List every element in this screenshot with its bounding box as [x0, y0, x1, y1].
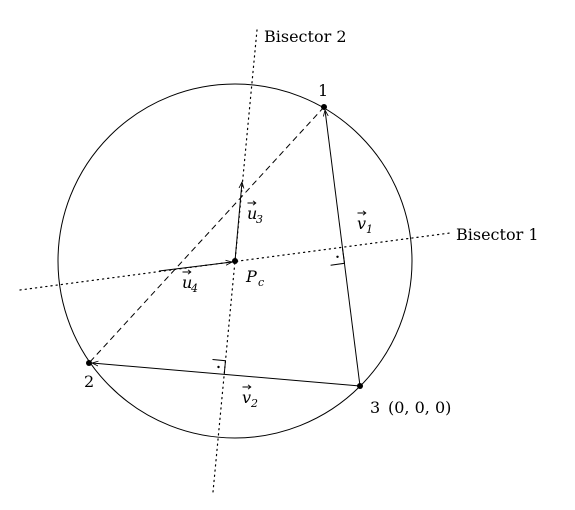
vertex-3-coordinates: (0, 0, 0): [388, 398, 451, 417]
vector-u4-label: u 4: [182, 269, 198, 295]
bisector-2-label: Bisector 2: [264, 27, 347, 46]
svg-text:P: P: [245, 267, 257, 286]
svg-text:u: u: [182, 273, 192, 292]
bisector-1-label: Bisector 1: [456, 225, 539, 244]
vertex-2-point: [86, 360, 92, 366]
vertex-1-point: [321, 104, 327, 110]
center-pc-label: P c: [245, 267, 264, 289]
vector-u3-arrow: [234, 182, 242, 262]
svg-text:c: c: [258, 276, 264, 289]
svg-text:3: 3: [256, 213, 263, 226]
vertex-1-label: 1: [318, 81, 328, 100]
vertex-3-label: 3: [370, 398, 380, 417]
svg-text:v: v: [357, 214, 366, 233]
vector-v1-arrow: [325, 110, 361, 387]
circumcircle: [57, 83, 413, 439]
vector-v1-label: v 1: [357, 210, 373, 236]
svg-text:v: v: [242, 388, 251, 407]
right-angle-marker-1: [330, 248, 346, 266]
svg-text:u: u: [247, 204, 257, 223]
side-1-2-dashed: [88, 106, 325, 364]
vector-v2-arrow: [92, 363, 361, 387]
svg-text:1: 1: [366, 223, 373, 236]
vertex-2-label: 2: [84, 372, 94, 391]
vector-v2-label: v 2: [242, 384, 258, 410]
vector-u4-arrow: [158, 262, 232, 272]
right-angle-marker-2: [212, 359, 227, 375]
svg-text:2: 2: [250, 397, 258, 410]
svg-text:4: 4: [190, 282, 198, 295]
bisector-1-line: [19, 232, 451, 291]
vertex-3-point: [357, 383, 363, 389]
vector-u3-label: u 3: [247, 200, 263, 226]
center-pc-point: [232, 258, 238, 264]
